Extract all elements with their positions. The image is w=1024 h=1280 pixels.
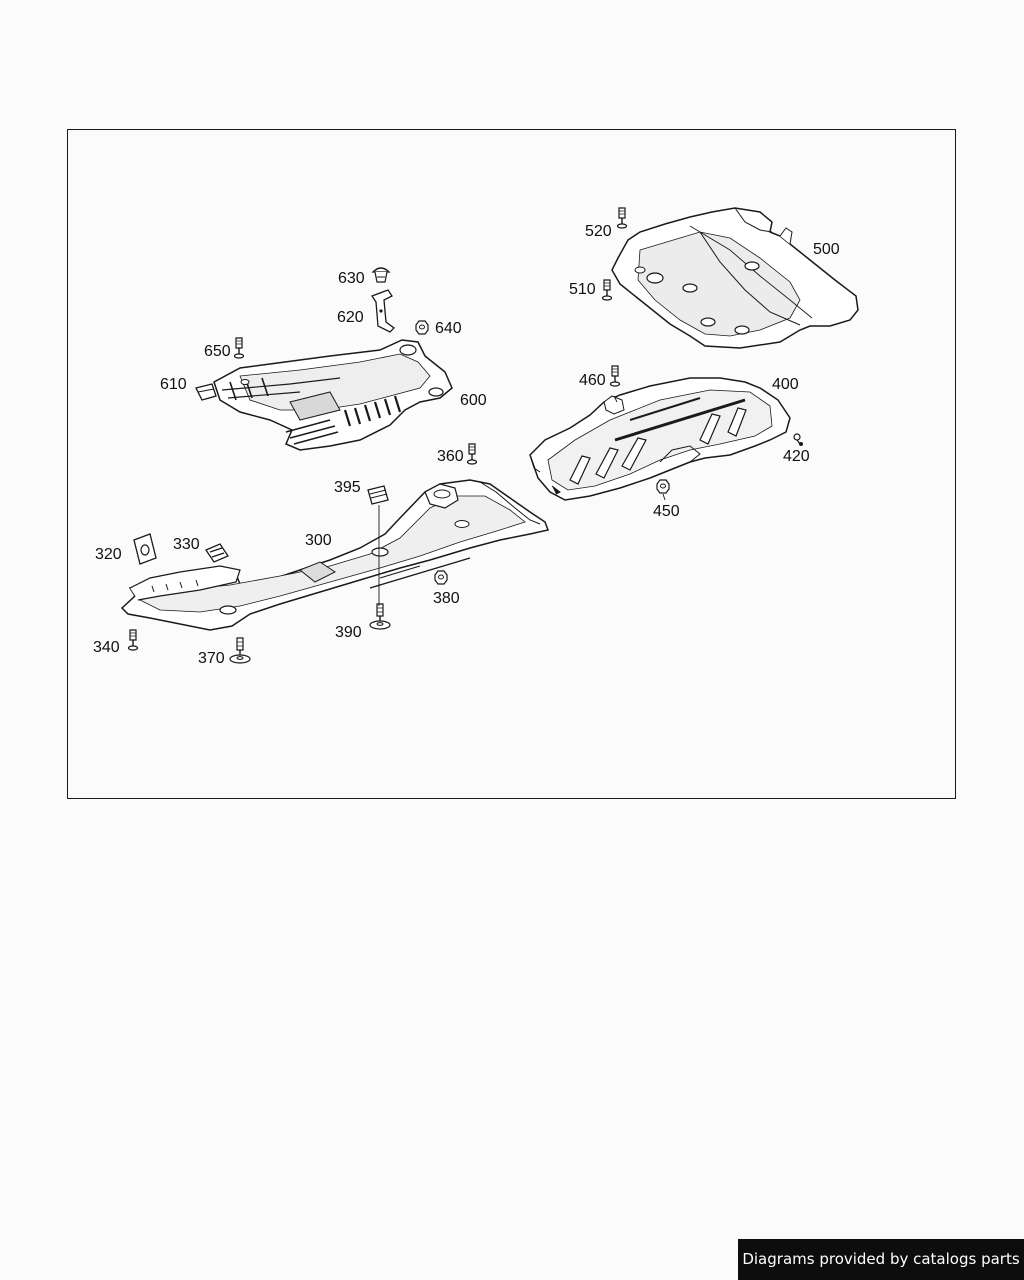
nut-450[interactable] bbox=[656, 479, 670, 494]
screw-340[interactable] bbox=[127, 629, 139, 651]
clip-610[interactable] bbox=[195, 383, 217, 401]
underbody-panel-300[interactable] bbox=[120, 479, 550, 631]
underbody-panel-400[interactable] bbox=[529, 377, 791, 501]
clip-630[interactable] bbox=[371, 267, 391, 283]
credit-text: Diagrams provided by catalogs parts bbox=[742, 1250, 1020, 1268]
underbody-panel-500[interactable] bbox=[611, 207, 859, 349]
credit-banner: Diagrams provided by catalogs parts bbox=[738, 1239, 1024, 1280]
screw-460[interactable] bbox=[609, 365, 621, 387]
clip-330[interactable] bbox=[205, 543, 229, 563]
screw-520[interactable] bbox=[616, 207, 628, 229]
underbody-panel-600[interactable] bbox=[213, 339, 453, 451]
clip-320[interactable] bbox=[133, 533, 157, 565]
clip-420[interactable] bbox=[793, 433, 803, 446]
diagram-frame bbox=[67, 129, 956, 799]
clip-395[interactable] bbox=[367, 485, 389, 505]
screw-360[interactable] bbox=[466, 443, 478, 465]
screw-650[interactable] bbox=[233, 337, 245, 359]
bracket-620[interactable] bbox=[371, 289, 395, 333]
nut-640[interactable] bbox=[415, 320, 429, 335]
screw-510[interactable] bbox=[601, 279, 613, 301]
nut-380[interactable] bbox=[434, 570, 448, 585]
